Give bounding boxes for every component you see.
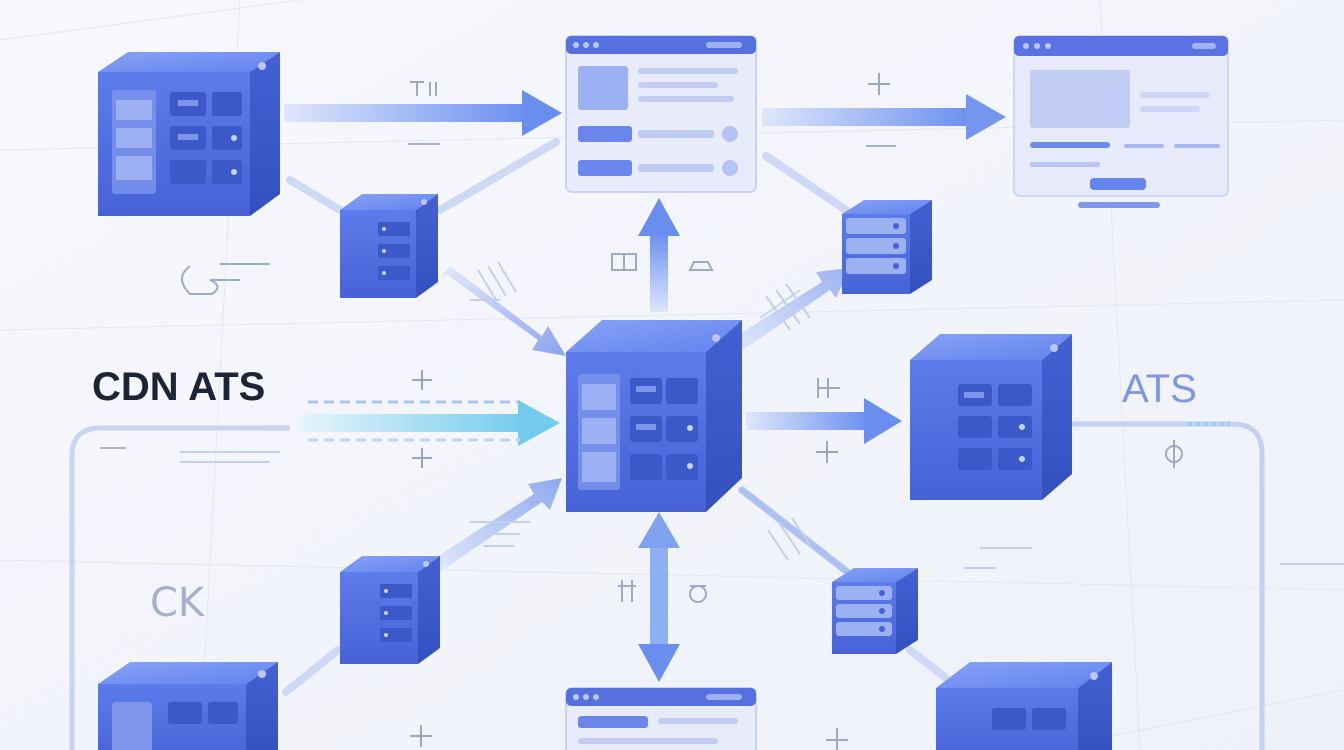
server-cube-icon (98, 662, 278, 750)
browser-window-icon (1013, 35, 1229, 208)
browser-window-icon (565, 35, 757, 193)
arrow-icon (746, 398, 902, 444)
loop-connector-left (69, 425, 290, 750)
left-title-label: CDN ATS (92, 365, 265, 409)
browser-window-icon (565, 687, 757, 750)
arrow-icon (638, 198, 680, 312)
storage-stack-icon (842, 200, 932, 294)
hatch-marks (180, 261, 1344, 569)
glyph-marks (181, 81, 1183, 750)
storage-cube-icon (340, 194, 438, 298)
arrow-icon (432, 478, 562, 572)
server-cube-icon (910, 334, 1072, 500)
storage-stack-icon (832, 568, 918, 654)
plus-symbol-icon (410, 73, 890, 747)
server-cube-icon (98, 52, 280, 216)
minus-symbol-icon (100, 143, 896, 449)
connector-line-strong (739, 487, 853, 577)
storage-cube-icon (340, 556, 440, 664)
loop-connector-right (1072, 421, 1265, 750)
server-cube-icon (566, 320, 742, 512)
arrow-icon (284, 90, 562, 136)
server-cube-icon (936, 662, 1112, 750)
arrow-icon (762, 94, 1006, 140)
left-faint-label: CK (150, 580, 206, 626)
right-title-label: ATS (1122, 367, 1197, 411)
arrow-icon (440, 266, 566, 356)
arrow-icon (300, 400, 560, 446)
arrow-icon (638, 512, 680, 682)
